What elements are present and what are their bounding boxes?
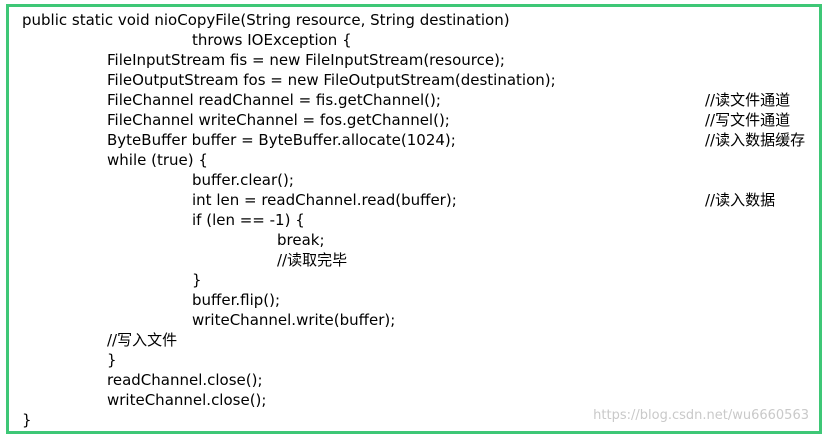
code-line: break; (22, 230, 822, 250)
code-comment: //读入数据 (705, 191, 776, 209)
code-text: if (len == -1) { (192, 211, 305, 229)
code-line: buffer.flip(); (22, 290, 822, 310)
code-line: throws IOException { (22, 30, 822, 50)
watermark: https://blog.csdn.net/wu6660563 (593, 408, 809, 423)
code-text: buffer.flip(); (192, 291, 281, 309)
code-text: FileChannel writeChannel = fos.getChanne… (107, 111, 450, 129)
code-line: FileChannel writeChannel = fos.getChanne… (22, 110, 822, 130)
code-text: //写入文件 (107, 331, 178, 349)
code-line: readChannel.close(); (22, 370, 822, 390)
code-text: //读取完毕 (277, 251, 348, 269)
code-text: throws IOException { (192, 31, 352, 49)
code-text: } (192, 271, 202, 289)
code-text: FileOutputStream fos = new FileOutputStr… (107, 71, 556, 89)
code-line: writeChannel.close(); (22, 390, 822, 410)
code-text: while (true) { (107, 151, 208, 169)
code-line: public static void nioCopyFile(String re… (22, 10, 822, 30)
code-line: writeChannel.write(buffer); (22, 310, 822, 330)
code-text: } (107, 351, 117, 369)
code-text: buffer.clear(); (192, 171, 294, 189)
code-block: public static void nioCopyFile(String re… (22, 10, 822, 430)
code-text: writeChannel.close(); (107, 391, 267, 409)
code-text: } (22, 411, 32, 429)
code-text: int len = readChannel.read(buffer); (192, 191, 457, 209)
code-line: FileOutputStream fos = new FileOutputStr… (22, 70, 822, 90)
code-line: FileInputStream fis = new FileInputStrea… (22, 50, 822, 70)
code-text: writeChannel.write(buffer); (192, 311, 396, 329)
code-text: readChannel.close(); (107, 371, 263, 389)
code-comment: //读文件通道 (705, 91, 791, 109)
code-line: } (22, 410, 822, 430)
code-line: buffer.clear(); (22, 170, 822, 190)
code-line: if (len == -1) { (22, 210, 822, 230)
code-text: break; (277, 231, 325, 249)
code-line: int len = readChannel.read(buffer); //读入数… (22, 190, 822, 210)
code-line: } (22, 270, 822, 290)
code-comment: //读入数据缓存 (705, 131, 806, 149)
code-text: FileInputStream fis = new FileInputStrea… (107, 51, 505, 69)
code-line: ByteBuffer buffer = ByteBuffer.allocate(… (22, 130, 822, 150)
code-line: //读取完毕 (22, 250, 822, 270)
code-comment: //写文件通道 (705, 111, 791, 129)
code-text: public static void nioCopyFile(String re… (22, 11, 510, 29)
code-line: } (22, 350, 822, 370)
code-text: FileChannel readChannel = fis.getChannel… (107, 91, 441, 109)
code-line: //写入文件 (22, 330, 822, 350)
code-line: FileChannel readChannel = fis.getChannel… (22, 90, 822, 110)
code-text: ByteBuffer buffer = ByteBuffer.allocate(… (107, 131, 456, 149)
code-frame: public static void nioCopyFile(String re… (6, 4, 822, 434)
code-line: while (true) { (22, 150, 822, 170)
